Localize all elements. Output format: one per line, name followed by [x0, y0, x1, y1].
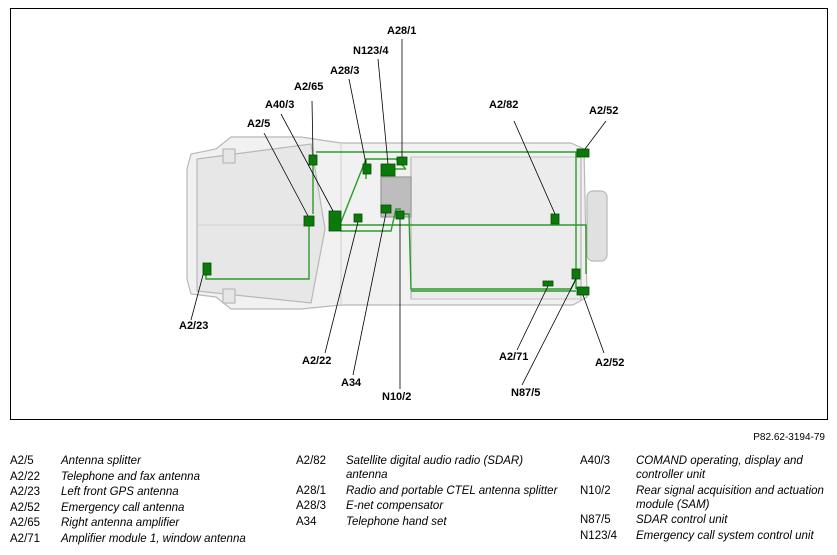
a34-handset [380, 204, 392, 214]
callout-a34: A34 [341, 377, 362, 389]
callout-a2-82: A2/82 [489, 99, 519, 111]
components [202, 148, 590, 296]
vehicle-outline [186, 136, 608, 310]
callout-a2-5: A2/5 [247, 118, 271, 130]
callout-n10-2: N10/2 [382, 391, 412, 403]
callout-a2-65: A2/65 [294, 81, 324, 93]
callout-a2-52-top: A2/52 [589, 105, 619, 117]
a2-71-amplifier [542, 280, 554, 287]
n87-5-sdar-unit [571, 268, 581, 280]
a2-52-emergency-antenna-bottom [576, 286, 590, 296]
callout-n87-5: N87/5 [511, 387, 541, 399]
callout-a40-3: A40/3 [265, 99, 295, 111]
n123-4-emergency-unit [380, 163, 396, 177]
leader-lines [190, 39, 607, 389]
callout-a2-52-bottom: A2/52 [595, 357, 625, 369]
callout-n123-4: N123/4 [353, 45, 389, 57]
a2-23-gps-antenna [202, 262, 212, 276]
a40-3-comand [328, 210, 342, 232]
vehicle-diagram: A28/1 N123/4 A28/3 A2/65 A40/3 A2/5 A2/8… [10, 8, 828, 420]
callout-a2-23: A2/23 [179, 320, 209, 332]
antenna-wiring [205, 151, 587, 292]
a2-22-antenna [353, 213, 363, 223]
callout-a28-1: A28/1 [387, 25, 417, 37]
a2-82-sdar-antenna [550, 213, 560, 225]
figure-reference: P82.62-3194-79 [753, 432, 825, 443]
a28-3-compensator [362, 163, 372, 175]
n10-2-sam [395, 210, 405, 220]
a28-1-splitter [396, 156, 408, 166]
callout-a2-22: A2/22 [302, 355, 332, 367]
callout-a28-3: A28/3 [330, 65, 360, 77]
a2-5-splitter [303, 215, 315, 227]
a2-65-amplifier [308, 154, 318, 166]
a2-52-emergency-antenna-top [576, 148, 590, 158]
vehicle-drawing [186, 39, 608, 389]
callout-a2-71: A2/71 [499, 351, 529, 363]
